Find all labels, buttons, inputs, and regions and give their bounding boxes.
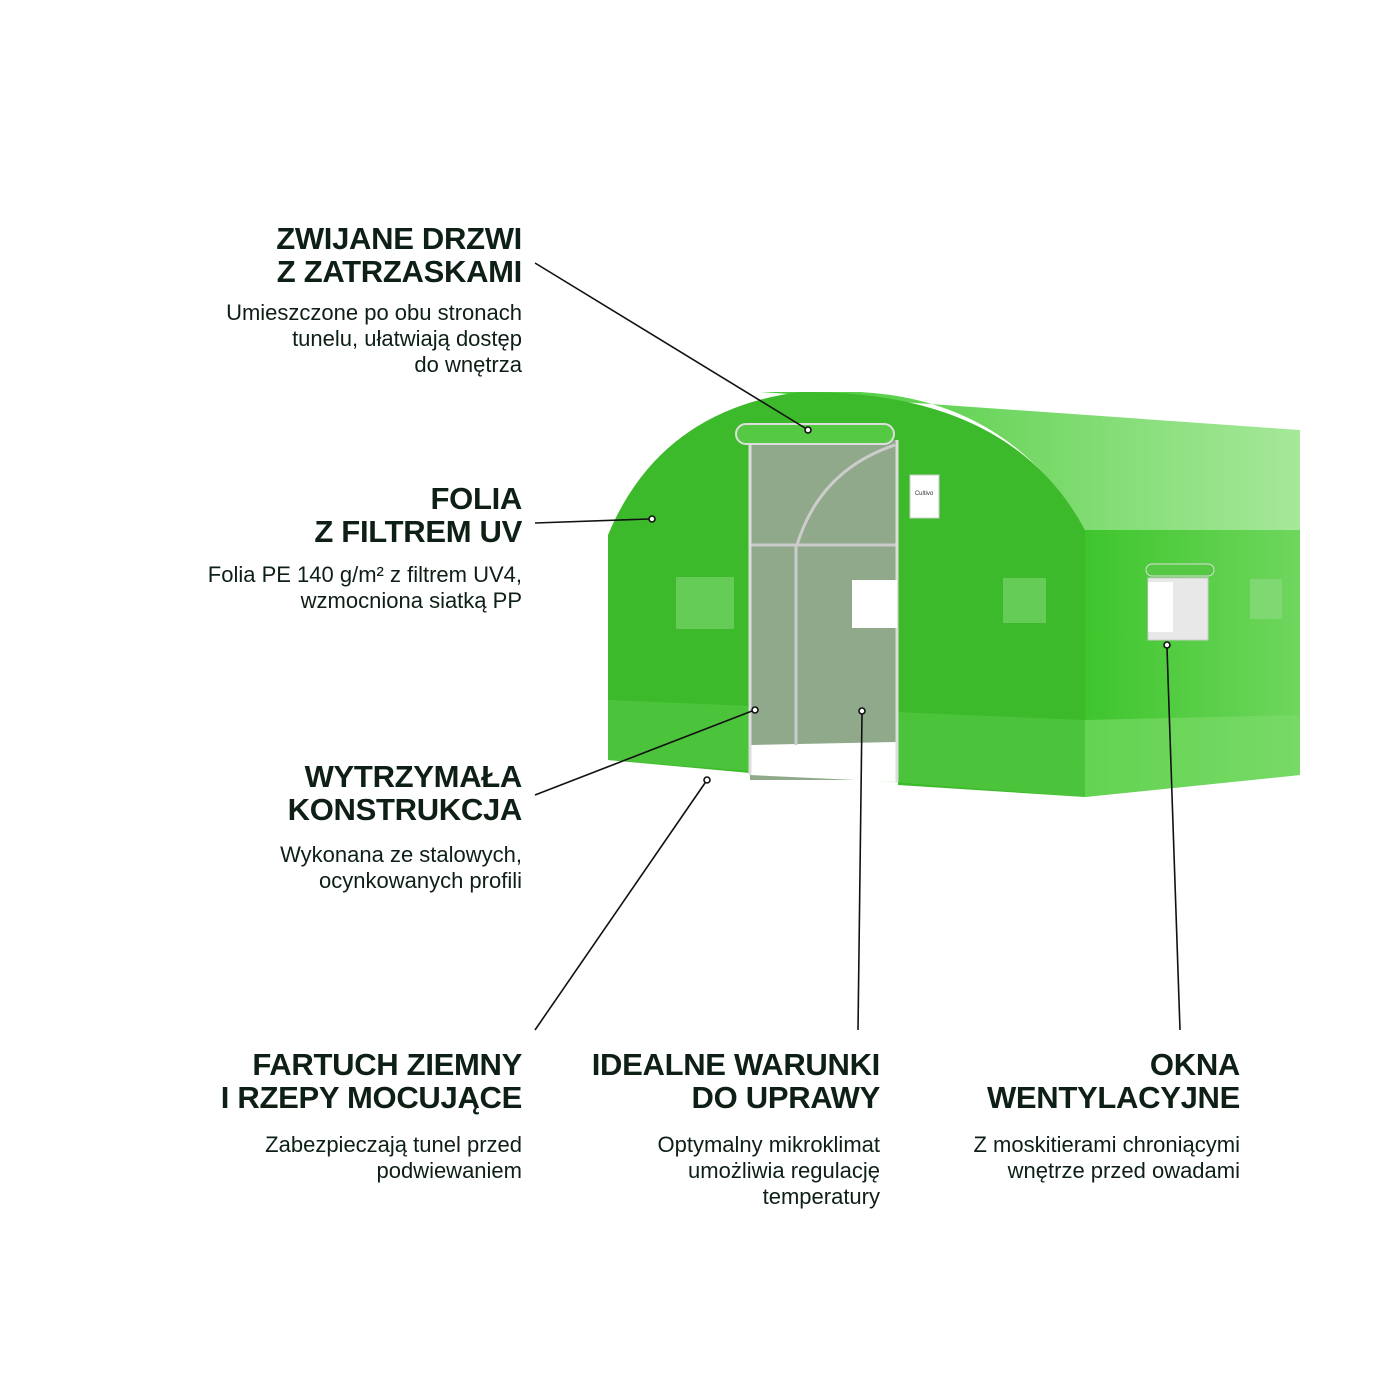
feature-desc: Folia PE 140 g/m² z filtrem UV4, wzmocni…	[207, 562, 522, 613]
feature-construction: WYTRZYMAŁA KONSTRUKCJA Wykonana ze stalo…	[280, 760, 522, 894]
callout-lines	[534, 262, 1181, 1031]
callout-dot	[703, 776, 711, 784]
feature-desc: Zabezpieczają tunel przed podwiewaniem	[265, 1132, 522, 1183]
feature-growing-conditions: IDEALNE WARUNKI DO UPRAWY Optymalny mikr…	[591, 1047, 881, 1210]
callout-dot	[751, 706, 759, 714]
callout-dot	[804, 426, 812, 434]
feature-title: FARTUCH ZIEMNY I RZEPY MOCUJĄCE	[220, 1047, 523, 1115]
product-label-text: Cultivo	[915, 491, 934, 497]
callout-dot	[1163, 641, 1171, 649]
window-panel	[676, 577, 734, 629]
feature-desc: Umieszczone po obu stronach tunelu, ułat…	[226, 300, 522, 377]
feature-rolled-door: ZWIJANE DRZWI Z ZATRZASKAMI Umieszczone …	[226, 222, 522, 378]
feature-title: WYTRZYMAŁA KONSTRUKCJA	[287, 759, 523, 827]
feature-ground-skirt: FARTUCH ZIEMNY I RZEPY MOCUJĄCE Zabezpie…	[220, 1047, 523, 1184]
rolled-door	[735, 423, 895, 445]
feature-vent-windows: OKNA WENTYLACYJNE Z moskitierami chronią…	[974, 1048, 1241, 1184]
feature-desc: Wykonana ze stalowych, ocynkowanych prof…	[280, 842, 522, 893]
feature-title: IDEALNE WARUNKI DO UPRAWY	[591, 1047, 881, 1115]
product-label	[909, 474, 940, 519]
feature-title: ZWIJANE DRZWI Z ZATRZASKAMI	[276, 221, 522, 289]
window-panel	[1250, 579, 1282, 619]
feature-desc: Optymalny mikroklimat umożliwia regulacj…	[657, 1132, 880, 1209]
callout-dot	[858, 707, 866, 715]
feature-desc: Z moskitierami chroniącymi wnętrze przed…	[973, 1132, 1241, 1183]
greenhouse-roof	[760, 392, 1300, 530]
callout-dot	[648, 515, 656, 523]
feature-title: FOLIA Z FILTREM UV	[314, 481, 522, 549]
feature-title: OKNA WENTYLACYJNE	[986, 1047, 1240, 1115]
inner-window	[852, 580, 897, 628]
window-panel	[1003, 578, 1046, 623]
feature-uv-foil: FOLIA Z FILTREM UV Folia PE 140 g/m² z f…	[207, 481, 523, 614]
